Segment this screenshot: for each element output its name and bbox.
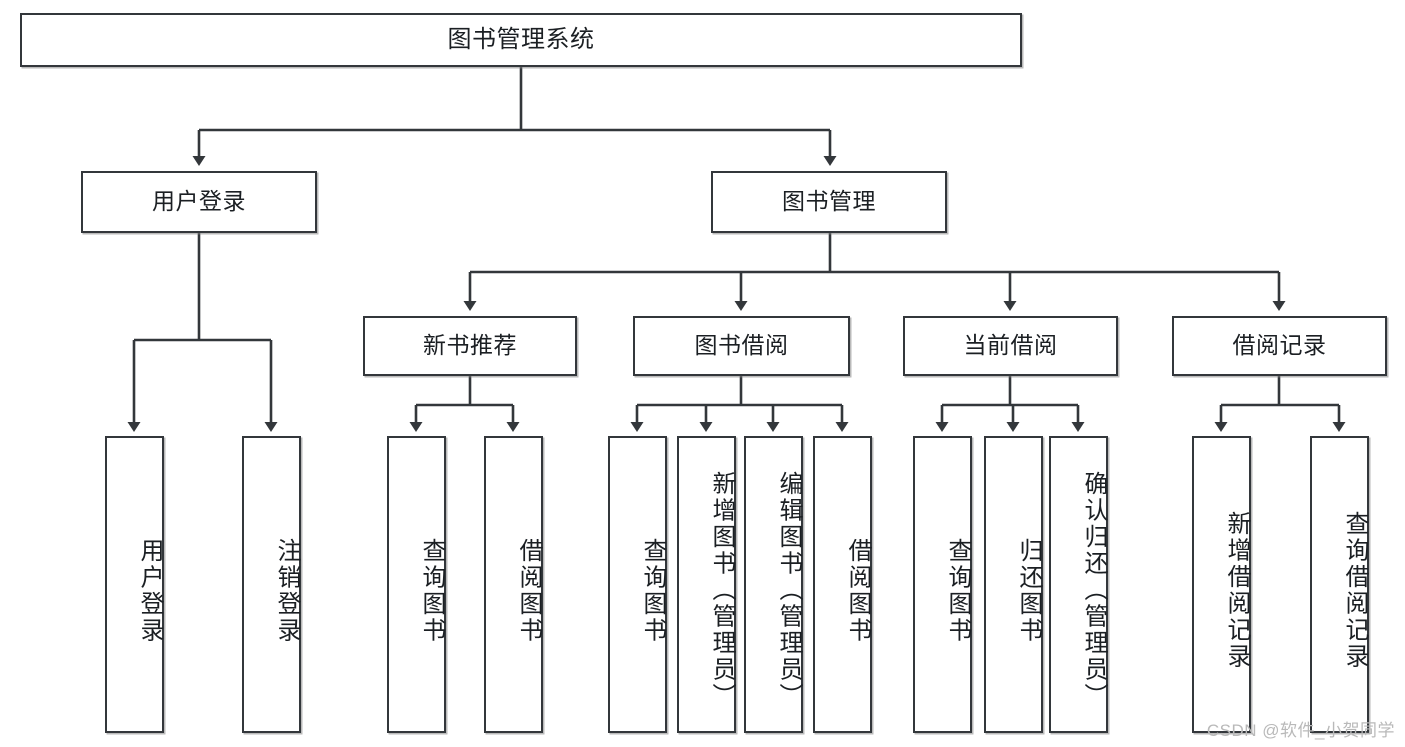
node-borrow-record[interactable]: 借阅记录 xyxy=(1172,316,1387,376)
node-new-book-recommend[interactable]: 新书推荐 xyxy=(363,316,577,376)
node-book-borrow[interactable]: 图书借阅 xyxy=(633,316,850,376)
leaf-logout-login[interactable]: 注销登录 xyxy=(242,436,301,733)
leaf-confirm-return-admin[interactable]: 确认归还（管理员） xyxy=(1049,436,1108,733)
leaf-query-borrow-record[interactable]: 查询借阅记录 xyxy=(1310,436,1369,733)
leaf-borrow-book-recommend[interactable]: 借阅图书 xyxy=(484,436,543,733)
leaf-user-login[interactable]: 用户登录 xyxy=(105,436,164,733)
leaf-add-borrow-record[interactable]: 新增借阅记录 xyxy=(1192,436,1251,733)
node-root-system[interactable]: 图书管理系统 xyxy=(20,13,1022,67)
leaf-query-book-recommend[interactable]: 查询图书 xyxy=(387,436,446,733)
leaf-query-book-borrow[interactable]: 查询图书 xyxy=(608,436,667,733)
leaf-borrow-book[interactable]: 借阅图书 xyxy=(813,436,872,733)
leaf-add-book-admin[interactable]: 新增图书（管理员） xyxy=(677,436,736,733)
leaf-edit-book-admin[interactable]: 编辑图书（管理员） xyxy=(744,436,803,733)
csdn-watermark: CSDN @软件_小贺同学 xyxy=(1206,721,1395,740)
node-book-management[interactable]: 图书管理 xyxy=(711,171,947,233)
node-current-borrow[interactable]: 当前借阅 xyxy=(903,316,1118,376)
leaf-query-book-current[interactable]: 查询图书 xyxy=(913,436,972,733)
leaf-return-book[interactable]: 归还图书 xyxy=(984,436,1043,733)
node-user-login[interactable]: 用户登录 xyxy=(81,171,317,233)
